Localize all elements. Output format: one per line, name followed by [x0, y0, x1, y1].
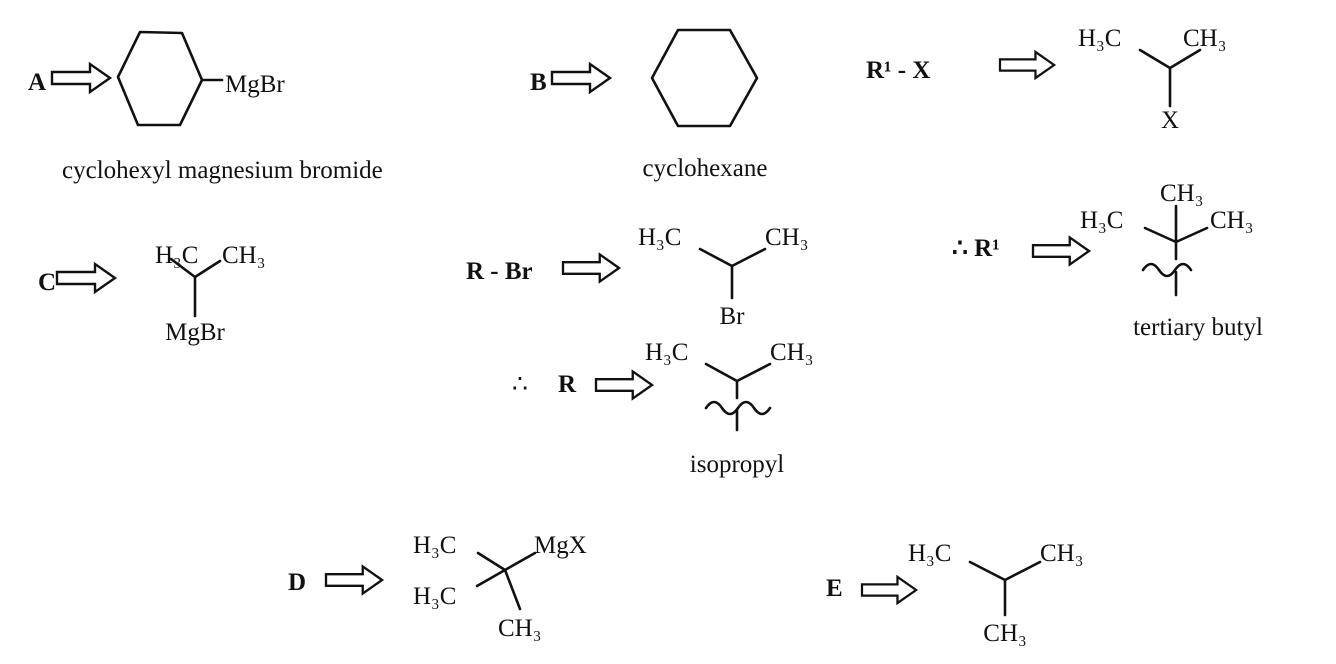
- group-mgbr: MgBr: [165, 319, 225, 346]
- bond: [698, 247, 767, 268]
- wavy-bond-icon: [1141, 262, 1193, 278]
- retro-arrow-icon: [550, 62, 612, 94]
- group-br: Br: [720, 303, 746, 330]
- group-h3c: H₃C: [1078, 25, 1121, 52]
- group-h3c: H₃C: [155, 242, 198, 269]
- retro-arrow-icon: [50, 62, 112, 94]
- group-ch3: CH₃: [1040, 540, 1083, 567]
- group-ch3-top: CH₃: [1160, 180, 1203, 207]
- bond: [503, 568, 522, 611]
- group-ch3: CH₃: [1210, 207, 1253, 234]
- label-a: A: [28, 69, 46, 96]
- group-h3c: H₃C: [908, 540, 951, 567]
- retro-arrow-icon: [1031, 236, 1091, 266]
- group-ch3: CH₃: [770, 339, 813, 366]
- retro-arrow-icon: [860, 575, 918, 605]
- label-r1x: R¹ - X: [866, 57, 930, 84]
- label-d: D: [288, 569, 306, 596]
- label-c: C: [38, 269, 56, 296]
- name-b: cyclohexane: [643, 155, 768, 182]
- name-a: cyclohexyl magnesium bromide: [62, 157, 383, 184]
- group-h3c: H₃C: [645, 339, 688, 366]
- label-r1: ∴ R¹: [952, 235, 1000, 262]
- cyclohexane-ring: [116, 30, 204, 127]
- group-h3c: H₃C: [413, 583, 456, 610]
- group-x: X: [1161, 107, 1179, 134]
- bond: [968, 560, 1042, 582]
- group-h3c: H₃C: [413, 532, 456, 559]
- group-mgx: MgX: [534, 532, 587, 559]
- label-rbr: R - Br: [466, 258, 533, 285]
- label-r: R: [558, 371, 577, 398]
- group-ch3: CH₃: [765, 224, 808, 251]
- therefore-symbol: ∴: [512, 371, 528, 398]
- bond: [475, 568, 507, 588]
- bond: [704, 362, 772, 383]
- cyclohexane-ring: [650, 28, 759, 128]
- group-ch3-bottom: CH₃: [983, 620, 1026, 647]
- name-isopropyl: isopropyl: [690, 451, 785, 478]
- retro-arrow-icon: [998, 50, 1056, 80]
- bond: [1138, 48, 1202, 70]
- group-h3c: H₃C: [638, 224, 681, 251]
- label-b: B: [530, 69, 547, 96]
- name-tertiary-butyl: tertiary butyl: [1133, 314, 1263, 341]
- retro-arrow-icon: [594, 370, 654, 400]
- retro-arrow-icon: [324, 565, 384, 595]
- bond: [476, 551, 537, 572]
- group-h3c: H₃C: [1080, 207, 1123, 234]
- retro-arrow-icon: [55, 262, 117, 294]
- group-ch3: CH₃: [498, 615, 541, 642]
- substituent-mgbr: MgBr: [225, 71, 285, 98]
- group-ch3: CH₃: [222, 242, 265, 269]
- group-ch3: CH₃: [1183, 25, 1226, 52]
- wavy-bond-icon: [704, 400, 772, 416]
- label-e: E: [826, 575, 843, 602]
- retro-arrow-icon: [561, 253, 621, 283]
